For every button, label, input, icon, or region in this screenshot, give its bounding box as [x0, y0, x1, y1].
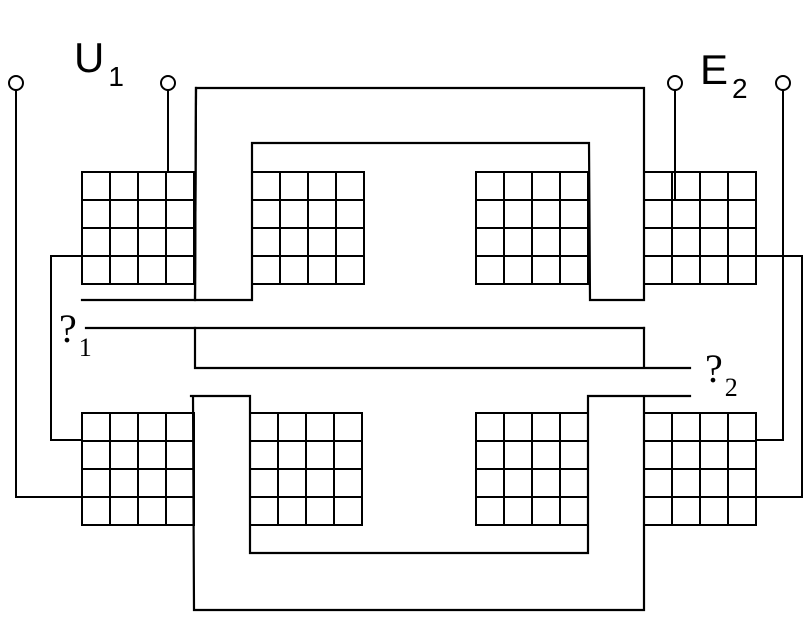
coil-bot-right: [643, 412, 757, 526]
lower-core-path: [189, 394, 692, 612]
wire-right-loop: [756, 255, 803, 498]
label-phi1-sub: 1: [79, 333, 92, 362]
label-u1-main: U: [74, 34, 104, 81]
coil-bot-center-l: [249, 412, 363, 526]
label-phi1: ?1: [59, 306, 92, 362]
coil-bot-center-r: [475, 412, 589, 526]
upper-core-left-leg: [193, 86, 198, 302]
label-u1-sub: 1: [108, 61, 124, 92]
coil-top-right: [643, 171, 757, 285]
coils: [81, 171, 757, 526]
label-phi2-main: ?: [705, 346, 723, 391]
wire-e2-right: [756, 90, 784, 441]
label-phi1-main: ?: [59, 306, 77, 351]
terminal-e2-left: [667, 75, 683, 91]
coil-bot-left: [81, 412, 195, 526]
label-e2-main: E: [700, 46, 728, 93]
terminals: [8, 75, 791, 91]
terminal-u1-right: [160, 75, 176, 91]
terminal-e2-right: [775, 75, 791, 91]
coil-top-center-l: [251, 171, 365, 285]
coil-top-left: [81, 171, 195, 285]
wire-left-loop: [50, 255, 82, 441]
wire-u1-left: [15, 90, 82, 498]
lower-core: [189, 394, 692, 612]
center-bar-box: [193, 326, 692, 370]
coil-top-center-r: [475, 171, 589, 285]
label-phi2: ?2: [705, 346, 738, 402]
terminal-u1-left: [8, 75, 24, 91]
label-e2-sub: 2: [732, 73, 748, 104]
center-bar: [84, 326, 692, 370]
label-phi2-sub: 2: [725, 373, 738, 402]
wires: [15, 90, 803, 498]
